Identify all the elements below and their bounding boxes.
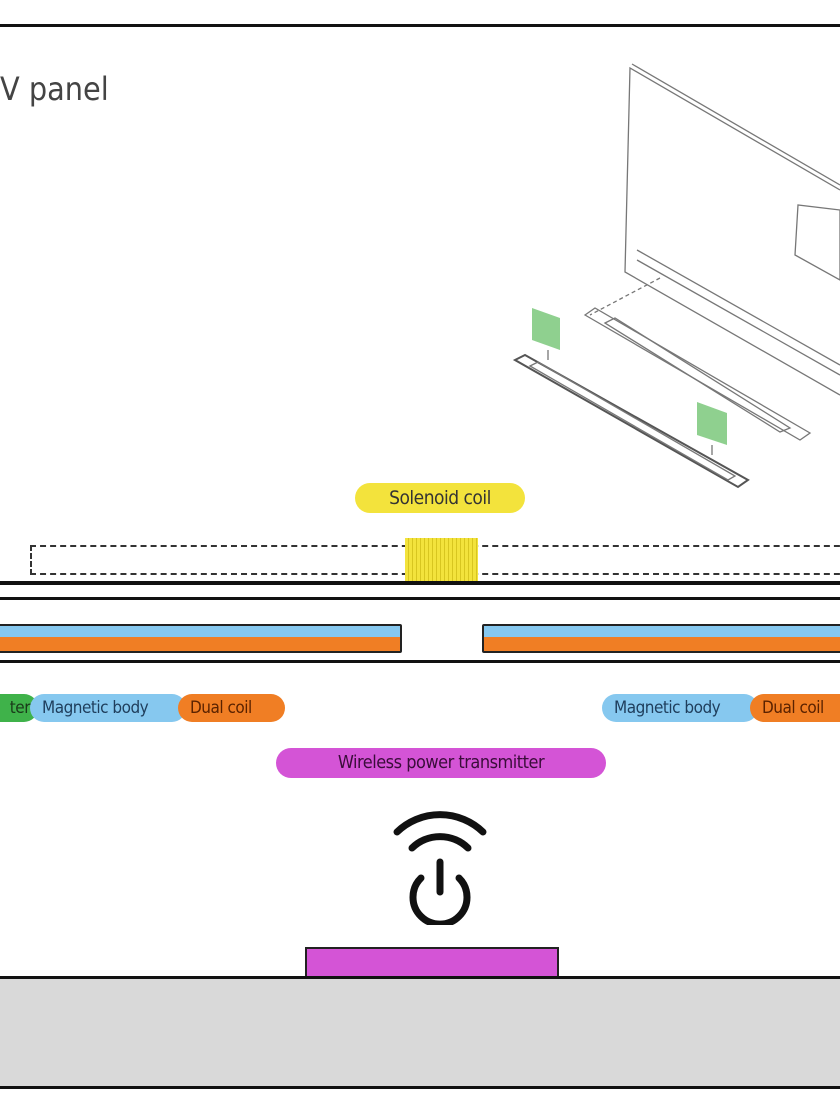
floor-surface [0, 976, 840, 1089]
tv-exploded-illustration [512, 63, 840, 489]
coil-bar-left [0, 624, 402, 653]
solenoid-coil [405, 538, 478, 582]
wireless-power-transmitter-label: Wireless power transmitter [276, 748, 606, 778]
stand-top-border [0, 597, 840, 600]
panel-bottom-border [0, 581, 840, 585]
panel-title: V panel [0, 70, 109, 108]
magnetic-body-label-right: Magnetic body [602, 694, 758, 722]
coil-bar-right [482, 624, 840, 653]
dual-coil-label-left: Dual coil [178, 694, 285, 722]
wireless-power-transmitter [305, 947, 559, 978]
top-border [0, 24, 840, 27]
stand-bottom-border [0, 660, 840, 663]
solenoid-coil-label: Solenoid coil [355, 483, 525, 513]
receiver-pad-right [697, 402, 727, 445]
dual-coil-label-right: Dual coil [750, 694, 840, 722]
receiver-pad-left [532, 308, 560, 350]
wireless-power-icon [393, 811, 487, 925]
magnetic-body-label-left: Magnetic body [30, 694, 186, 722]
